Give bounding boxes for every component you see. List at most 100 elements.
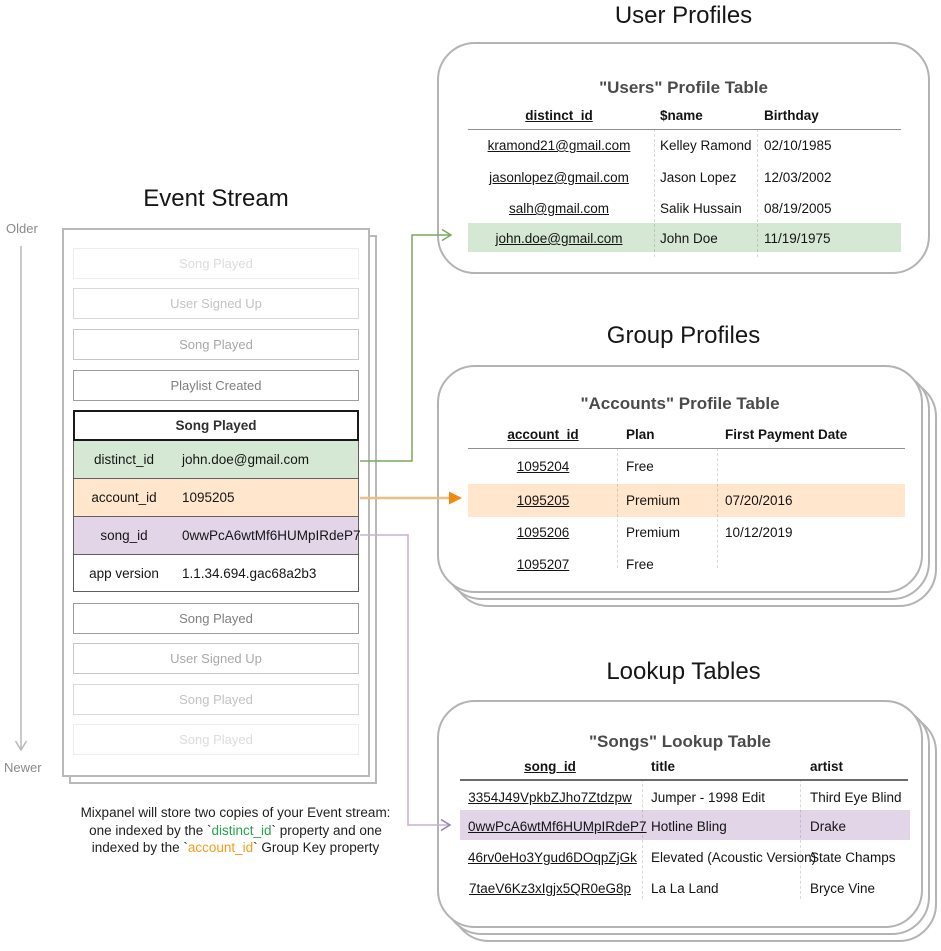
accounts-profile-panel: "Accounts" Profile Table account_id Plan…: [437, 365, 923, 593]
cell-title: Hotline Bling: [651, 819, 727, 834]
cell-first-payment: 07/20/2016: [725, 493, 793, 508]
property-row-account-id: account_id 1095205: [73, 479, 359, 517]
songs-highlight-row-bg: [460, 810, 910, 840]
column-separator: [654, 129, 655, 257]
cell-name: Salik Hussain: [660, 201, 742, 216]
cell-name: John Doe: [660, 231, 718, 246]
distinct-id-token: distinct_id: [211, 822, 272, 838]
cell-song-id: 0wwPcA6wtMf6HUMpIRdeP7: [468, 819, 647, 834]
event-item: Playlist Created: [73, 370, 359, 401]
column-separator: [800, 779, 801, 899]
cell-plan: Free: [626, 557, 654, 572]
songs-header-artist: artist: [810, 759, 844, 774]
expanded-event-title: Song Played: [73, 410, 359, 441]
table-row-highlighted: john.doe@gmail.com John Doe 11/19/1975: [468, 224, 901, 254]
users-header-name: $name: [660, 108, 703, 123]
cell-first-payment: 10/12/2019: [725, 525, 793, 540]
newer-label: Newer: [4, 760, 42, 775]
accounts-table-title: "Accounts" Profile Table: [580, 394, 780, 413]
lookup-tables-heading: Lookup Tables: [606, 658, 761, 685]
header-rule: [460, 779, 908, 781]
cell-title: La La Land: [651, 881, 719, 896]
table-row: 1095207 Free: [468, 549, 905, 580]
users-header-distinct-id: distinct_id: [525, 108, 593, 123]
column-separator: [757, 129, 758, 257]
accounts-header-plan: Plan: [626, 427, 655, 442]
cell-distinct-id: john.doe@gmail.com: [495, 231, 623, 246]
cell-distinct-id: jasonlopez@gmail.com: [489, 170, 629, 185]
cell-artist: Drake: [810, 819, 847, 834]
property-key: song_id: [100, 528, 148, 543]
cell-account-id: 1095207: [516, 557, 570, 572]
property-value: 1.1.34.694.gac68a2b3: [182, 565, 317, 581]
user-profiles-heading: User Profiles: [614, 2, 753, 29]
caption-text: ` property and one: [271, 822, 382, 838]
account-id-token: account_id: [187, 840, 254, 855]
table-row-highlighted: 1095205 Premium 07/20/2016: [468, 485, 905, 516]
caption-text: ` Group Key property: [253, 840, 380, 855]
column-separator: [617, 448, 618, 568]
header-rule: [468, 129, 901, 130]
cell-birthday: 02/10/1985: [764, 138, 832, 153]
property-row-app-version: app version 1.1.34.694.gac68a2b3: [73, 555, 359, 592]
property-value: 1095205: [182, 490, 235, 505]
caption-text: one indexed by the `: [89, 822, 212, 838]
event-item: Song Played: [73, 684, 359, 715]
cell-birthday: 12/03/2002: [764, 170, 832, 185]
table-row: 1095206 Premium 10/12/2019: [468, 517, 905, 548]
cell-song-id: 7taeV6Kz3xIgjx5QR0eG8p: [468, 881, 632, 896]
cell-distinct-id: salh@gmail.com: [509, 201, 609, 216]
cell-artist: Third Eye Blind: [810, 790, 902, 805]
event-item: User Signed Up: [73, 643, 359, 674]
cell-title: Jumper - 1998 Edit: [651, 790, 766, 805]
cell-plan: Premium: [626, 525, 681, 540]
event-item: User Signed Up: [73, 288, 359, 319]
expanded-event-card: Song Played distinct_id john.doe@gmail.c…: [73, 410, 361, 592]
cell-name: Kelley Ramond: [660, 138, 752, 153]
footnote-caption: Mixpanel will store two copies of your E…: [38, 804, 433, 857]
users-header-birthday: Birthday: [764, 108, 819, 123]
cell-plan: Free: [626, 459, 654, 474]
property-row-distinct-id: distinct_id john.doe@gmail.com: [73, 441, 359, 479]
users-highlight-row-bg: [468, 223, 901, 252]
caption-line-2: one indexed by the `distinct_id` propert…: [38, 822, 433, 840]
older-label: Older: [6, 221, 38, 236]
songs-lookup-panel: "Songs" Lookup Table song_id title artis…: [437, 700, 923, 928]
property-value: 0wwPcA6wtMf6HUMpIRdeP7: [182, 528, 361, 543]
header-rule: [468, 448, 905, 449]
caption-line-3: indexed by the `account_id` Group Key pr…: [38, 839, 433, 857]
cell-artist: Bryce Vine: [810, 881, 876, 896]
songs-table-title: "Songs" Lookup Table: [588, 732, 772, 751]
cell-account-id: 1095205: [516, 493, 570, 508]
table-row: 1095204 Free: [468, 452, 905, 483]
cell-account-id: 1095204: [516, 459, 570, 474]
cell-plan: Premium: [626, 493, 681, 508]
table-row: 7taeV6Kz3xIgjx5QR0eG8p La La Land Bryce …: [468, 874, 908, 904]
table-row: salh@gmail.com Salik Hussain 08/19/2005: [468, 194, 901, 224]
arrow-down-icon: [14, 740, 28, 752]
accounts-header-account-id: account_id: [507, 427, 579, 442]
cell-birthday: 11/19/1975: [764, 231, 831, 246]
column-separator: [717, 448, 718, 568]
cell-birthday: 08/19/2005: [764, 201, 832, 216]
column-separator: [642, 779, 643, 899]
cell-title: Elevated (Acoustic Version): [651, 850, 817, 865]
table-row-highlighted: 0wwPcA6wtMf6HUMpIRdeP7 Hotline Bling Dra…: [468, 812, 908, 842]
property-key: distinct_id: [93, 452, 155, 467]
accounts-header-first-payment: First Payment Date: [725, 427, 848, 442]
cell-name: Jason Lopez: [660, 170, 737, 185]
table-row: 46rv0eHo3Ygud6DOqpZjGk Elevated (Acousti…: [468, 843, 908, 873]
timeline-arrow: [14, 246, 28, 752]
event-stream-heading: Event Stream: [143, 185, 289, 212]
cell-distinct-id: kramond21@gmail.com: [487, 138, 631, 153]
cell-song-id: 3354J49VpkbZJho7Ztdzpw: [468, 790, 632, 805]
cell-artist: State Champs: [810, 850, 896, 865]
event-item: Song Played: [73, 248, 359, 279]
cell-account-id: 1095206: [516, 525, 570, 540]
table-row: kramond21@gmail.com Kelley Ramond 02/10/…: [468, 131, 901, 161]
table-row: 3354J49VpkbZJho7Ztdzpw Jumper - 1998 Edi…: [468, 783, 908, 813]
property-key: account_id: [91, 490, 157, 505]
users-table-title: "Users" Profile Table: [599, 78, 768, 97]
table-row: jasonlopez@gmail.com Jason Lopez 12/03/2…: [468, 163, 901, 193]
